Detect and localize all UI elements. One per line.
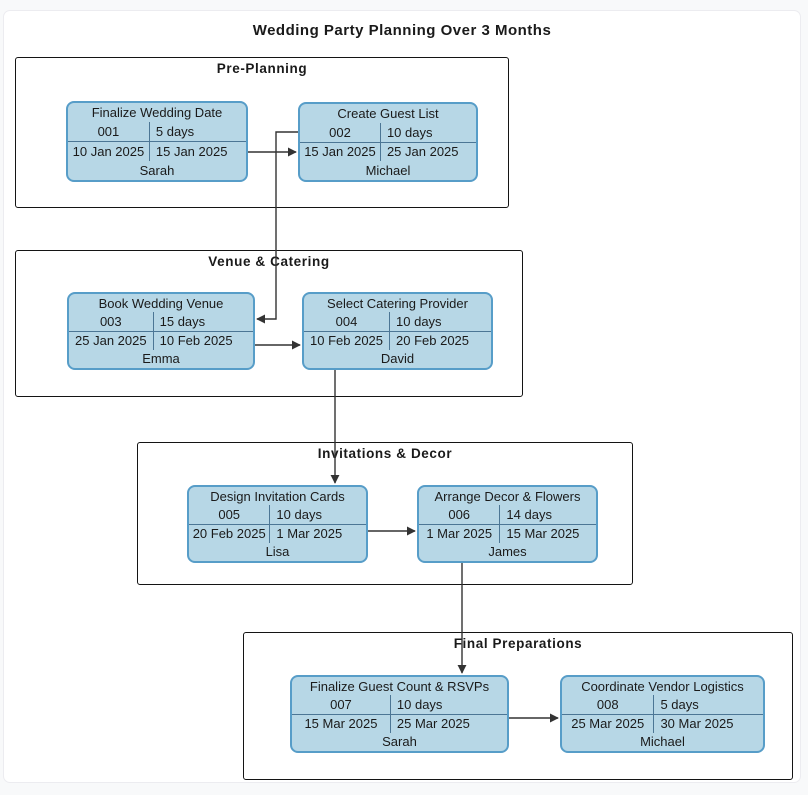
task-card-finalize-wedding-date: Finalize Wedding Date 001 5 days 10 Jan … bbox=[66, 101, 248, 182]
task-card-book-wedding-venue: Book Wedding Venue 003 15 days 25 Jan 20… bbox=[67, 292, 255, 370]
task-start-date: 25 Jan 2025 bbox=[69, 331, 154, 350]
task-title: Finalize Wedding Date bbox=[91, 105, 223, 120]
task-owner: Emma bbox=[142, 351, 180, 367]
task-duration: 10 days bbox=[396, 313, 442, 329]
cluster-title-invitations-decor: Invitations & Decor bbox=[317, 446, 453, 461]
task-duration: 15 days bbox=[159, 313, 206, 329]
task-end-date: 15 Mar 2025 bbox=[506, 526, 580, 542]
task-title: Finalize Guest Count & RSVPs bbox=[309, 678, 490, 694]
task-start-date: 10 Jan 2025 bbox=[68, 142, 150, 161]
task-id: 007 bbox=[292, 695, 391, 714]
task-owner: Sarah bbox=[139, 163, 175, 178]
task-duration: 5 days bbox=[155, 124, 195, 139]
task-end-date: 20 Feb 2025 bbox=[396, 333, 470, 349]
task-title: Arrange Decor & Flowers bbox=[434, 488, 581, 504]
diagram-title: Wedding Party Planning Over 3 Months bbox=[252, 22, 552, 39]
task-card-design-invitation-cards: Design Invitation Cards 005 10 days 20 F… bbox=[187, 485, 368, 563]
task-card-finalize-guest-count-rsvps: Finalize Guest Count & RSVPs 007 10 days… bbox=[290, 675, 509, 753]
task-start-date: 15 Jan 2025 bbox=[300, 142, 381, 162]
task-card-select-catering-provider: Select Catering Provider 004 10 days 10 … bbox=[302, 292, 493, 370]
task-start-date: 20 Feb 2025 bbox=[189, 524, 271, 543]
task-title: Coordinate Vendor Logistics bbox=[581, 678, 744, 694]
task-id: 005 bbox=[189, 505, 271, 524]
task-end-date: 30 Mar 2025 bbox=[660, 716, 734, 732]
task-card-coordinate-vendor-logistics: Coordinate Vendor Logistics 008 5 days 2… bbox=[560, 675, 765, 753]
cluster-final-preparations: Final Preparations bbox=[243, 632, 793, 780]
task-end-date: 10 Feb 2025 bbox=[159, 333, 233, 349]
cluster-title-pre-planning: Pre-Planning bbox=[216, 61, 308, 76]
task-end-date: 1 Mar 2025 bbox=[276, 526, 343, 542]
task-card-create-guest-list: Create Guest List 002 10 days 15 Jan 202… bbox=[298, 102, 478, 182]
task-owner: Sarah bbox=[382, 734, 417, 750]
cluster-invitations-decor: Invitations & Decor bbox=[137, 442, 633, 585]
task-duration: 10 days bbox=[386, 124, 433, 140]
task-title: Design Invitation Cards bbox=[210, 488, 345, 504]
task-card-arrange-decor-flowers: Arrange Decor & Flowers 006 14 days 1 Ma… bbox=[417, 485, 598, 563]
task-id: 003 bbox=[69, 312, 154, 331]
task-title: Create Guest List bbox=[337, 105, 439, 121]
task-duration: 10 days bbox=[276, 506, 322, 522]
task-end-date: 15 Jan 2025 bbox=[155, 144, 228, 159]
task-id: 004 bbox=[304, 312, 391, 331]
task-start-date: 25 Mar 2025 bbox=[562, 714, 655, 733]
task-end-date: 25 Jan 2025 bbox=[386, 144, 459, 160]
task-id: 006 bbox=[419, 505, 501, 524]
task-title: Book Wedding Venue bbox=[98, 295, 224, 311]
task-owner: James bbox=[488, 544, 527, 560]
task-end-date: 25 Mar 2025 bbox=[396, 716, 470, 732]
task-id: 001 bbox=[68, 122, 150, 141]
task-title: Select Catering Provider bbox=[327, 295, 468, 311]
task-start-date: 10 Feb 2025 bbox=[304, 331, 391, 350]
task-id: 008 bbox=[562, 695, 655, 714]
cluster-title-venue-catering: Venue & Catering bbox=[208, 254, 330, 269]
task-owner: Michael bbox=[365, 163, 411, 179]
task-start-date: 1 Mar 2025 bbox=[419, 524, 501, 543]
task-duration: 14 days bbox=[506, 506, 552, 522]
task-duration: 5 days bbox=[660, 696, 699, 712]
cluster-title-final-preparations: Final Preparations bbox=[453, 636, 583, 651]
task-duration: 10 days bbox=[396, 696, 443, 712]
task-start-date: 15 Mar 2025 bbox=[292, 714, 391, 733]
task-owner: David bbox=[380, 351, 415, 367]
task-id: 002 bbox=[300, 122, 381, 142]
task-owner: Michael bbox=[640, 734, 685, 750]
task-owner: Lisa bbox=[265, 544, 290, 560]
